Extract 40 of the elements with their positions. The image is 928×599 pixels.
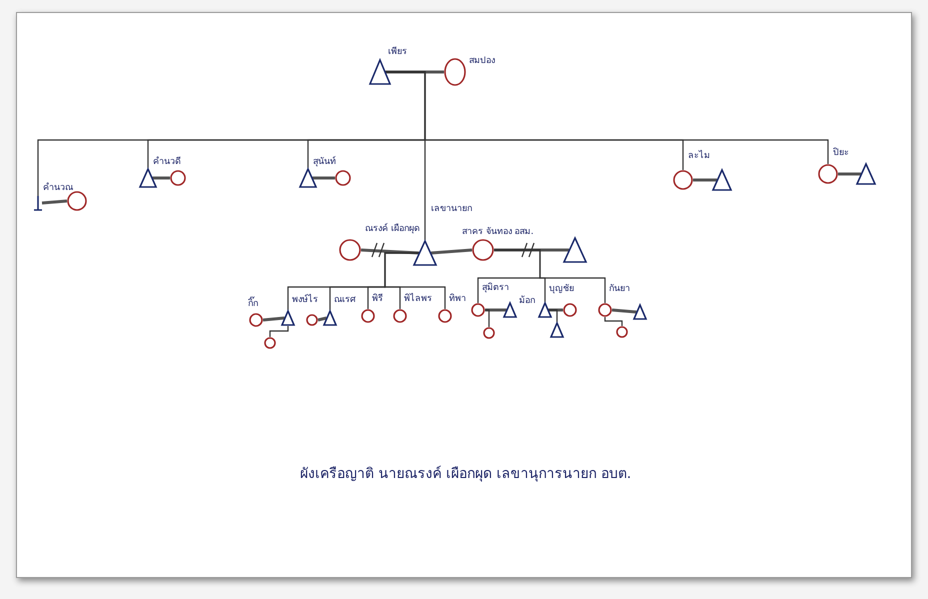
caption-text: ผังเครือญาติ นายณรงค์ เผือกผุด เลขานุการนายก อบต.: [300, 464, 632, 484]
name-label: คำนวดี: [153, 156, 181, 168]
marriage-line: [612, 308, 637, 314]
marriage-line: [312, 176, 335, 180]
marriage-line: [318, 316, 327, 322]
marriage-line: [485, 308, 506, 312]
name-label: กิ๊ก: [248, 298, 258, 310]
marriage-line: [42, 200, 68, 204]
marriage-line: [838, 172, 861, 176]
name-label: เพียร: [388, 46, 407, 58]
name-label: พิรี: [372, 293, 383, 305]
name-label: ปิยะ: [833, 147, 849, 159]
marriage-line: [548, 308, 563, 312]
marriage-line: [494, 248, 569, 252]
name-label: สุนันท์: [313, 156, 336, 168]
name-label: ณเรศ: [334, 294, 356, 306]
name-label: ม้อก: [519, 295, 535, 307]
name-label: ละไม: [688, 150, 710, 162]
marriage-line: [693, 178, 717, 182]
name-label: สมปอง: [469, 55, 495, 67]
name-label: บุญชัย: [549, 283, 574, 295]
name-label: พงษ์ไร: [292, 294, 318, 306]
name-label: ทิพา: [449, 293, 466, 305]
descent-line: [604, 317, 623, 326]
marriage-line: [360, 248, 420, 254]
descent-line: [269, 326, 289, 337]
name-label: คำนวณ: [43, 182, 73, 194]
marriage-line: [152, 176, 170, 180]
descent-line: [548, 309, 558, 322]
descent-line: [485, 309, 490, 327]
marriage-line: [430, 248, 472, 254]
name-label: พิไลพร: [404, 293, 432, 305]
name-label: ณรงค์ เผือกผุด: [365, 223, 420, 235]
name-label: สุมิตรา: [482, 282, 509, 294]
name-label: กันยา: [609, 283, 630, 295]
name-label: เลขานายก: [431, 203, 472, 215]
name-label: สาคร จันทอง อสม.: [462, 226, 534, 238]
descent-line: [384, 252, 446, 309]
marriage-line: [262, 316, 285, 322]
marriage-line: [386, 70, 444, 74]
